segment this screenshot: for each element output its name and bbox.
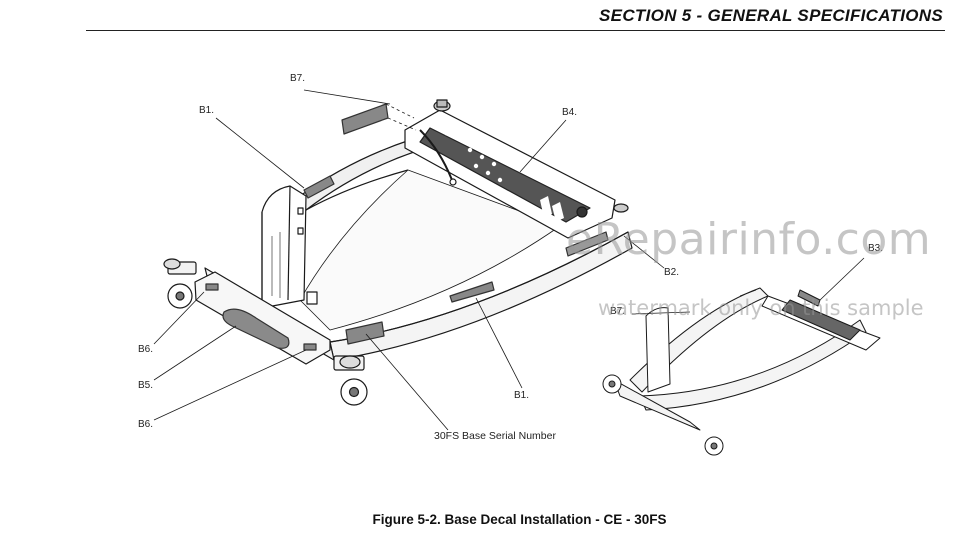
callout-serial-number: 30FS Base Serial Number: [434, 430, 556, 442]
decal-b6-lower: [303, 343, 317, 351]
decal-b1-lower: [449, 281, 495, 303]
decal-serial-plate: [345, 321, 385, 345]
decal-b5: [222, 308, 290, 349]
decal-b6-upper: [205, 283, 219, 291]
caster-left-upper: [163, 258, 197, 309]
callout-b4: B4.: [562, 107, 578, 118]
mast-column: [261, 185, 307, 309]
callout-b5: B5.: [138, 380, 154, 391]
callout-b6-lower: B6.: [138, 419, 154, 430]
header-divider: [86, 30, 945, 31]
decal-b1-upper: [303, 175, 335, 199]
callout-b7-right: B7.: [610, 306, 626, 317]
callout-b3: B3.: [868, 243, 884, 254]
decal-b2: [565, 231, 609, 257]
caster-left-lower: [333, 355, 368, 406]
base-floor: [299, 169, 561, 331]
callout-b1-left: B1.: [199, 105, 215, 116]
section-title: SECTION 5 - GENERAL SPECIFICATIONS: [599, 6, 943, 25]
callout-b6-upper: B6.: [138, 344, 154, 355]
callout-b2: B2.: [664, 267, 680, 278]
callout-b1-bottom: B1.: [514, 390, 530, 401]
callout-b7-top: B7.: [290, 73, 306, 84]
decal-b7-floating: [341, 103, 389, 135]
inset-view: [602, 257, 881, 456]
figure-caption: Figure 5-2. Base Decal Installation - CE…: [372, 512, 667, 527]
lanyard-pin: [419, 129, 453, 181]
